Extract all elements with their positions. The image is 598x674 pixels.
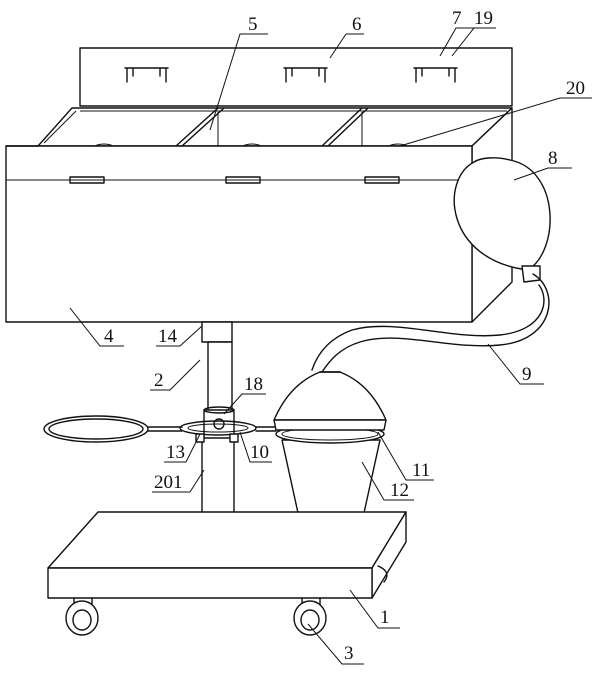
storage-box: [5, 107, 513, 323]
label-8: 8: [548, 148, 558, 169]
back-panel: [79, 47, 513, 107]
label-18: 18: [244, 374, 263, 395]
label-9: 9: [522, 364, 532, 385]
hanging-hooks: [124, 67, 458, 83]
compartment-tray: [37, 107, 513, 147]
cone-cover: [273, 371, 387, 431]
side-ring: [43, 415, 277, 443]
label-2: 2: [154, 370, 164, 391]
label-5: 5: [248, 14, 258, 35]
label-10: 10: [250, 442, 269, 463]
label-1: 1: [380, 607, 390, 628]
label-19: 19: [474, 8, 493, 29]
leader-lines: [69, 27, 592, 665]
label-14: 14: [158, 326, 178, 347]
box-latches: [69, 176, 400, 184]
label-20: 20: [566, 78, 585, 99]
clamp-collar: [179, 406, 257, 443]
label-4: 4: [104, 326, 114, 347]
wheels: [65, 565, 388, 636]
label-201: 201: [154, 472, 183, 493]
reference-labels: 1 2 3 4 5 6 7 8 9 10 11 12 13 14 18 19 2…: [104, 8, 585, 664]
label-13: 13: [166, 442, 185, 463]
base-plate: [47, 511, 407, 599]
label-12: 12: [390, 480, 409, 501]
label-11: 11: [412, 460, 430, 481]
air-bag: [453, 157, 551, 283]
label-7: 7: [452, 8, 462, 29]
label-3: 3: [344, 643, 354, 664]
label-6: 6: [352, 14, 362, 35]
hose: [311, 273, 550, 373]
